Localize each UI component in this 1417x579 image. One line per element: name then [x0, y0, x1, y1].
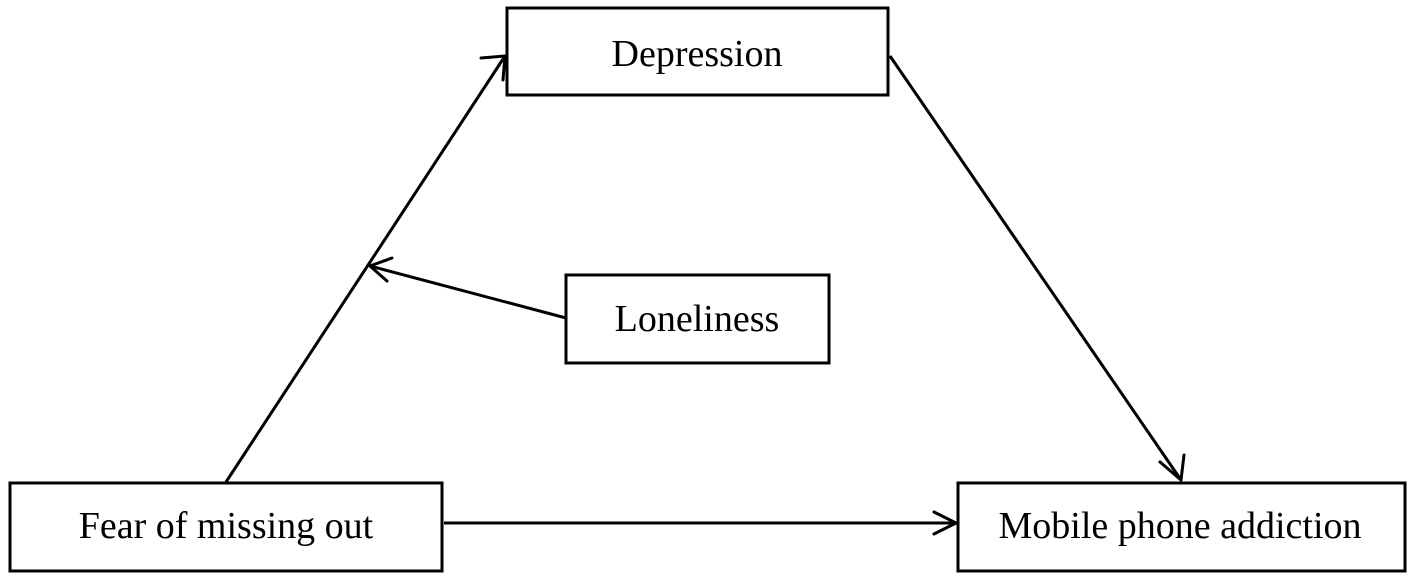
edge-loneliness-moderation [368, 256, 567, 320]
edge-fomo-to-depression [224, 54, 507, 483]
node-addiction: Mobile phone addiction [956, 481, 1407, 573]
node-depression-label: Depression [612, 33, 783, 75]
node-loneliness: Loneliness [564, 273, 831, 365]
node-depression: Depression [505, 6, 890, 97]
node-addiction-label: Mobile phone addiction [998, 505, 1361, 547]
node-fomo-label: Fear of missing out [79, 505, 374, 547]
node-fomo: Fear of missing out [8, 481, 444, 573]
edge-depression-to-addiction [888, 55, 1186, 482]
edge-fomo-to-addiction [444, 510, 958, 536]
node-loneliness-label: Loneliness [615, 298, 780, 340]
